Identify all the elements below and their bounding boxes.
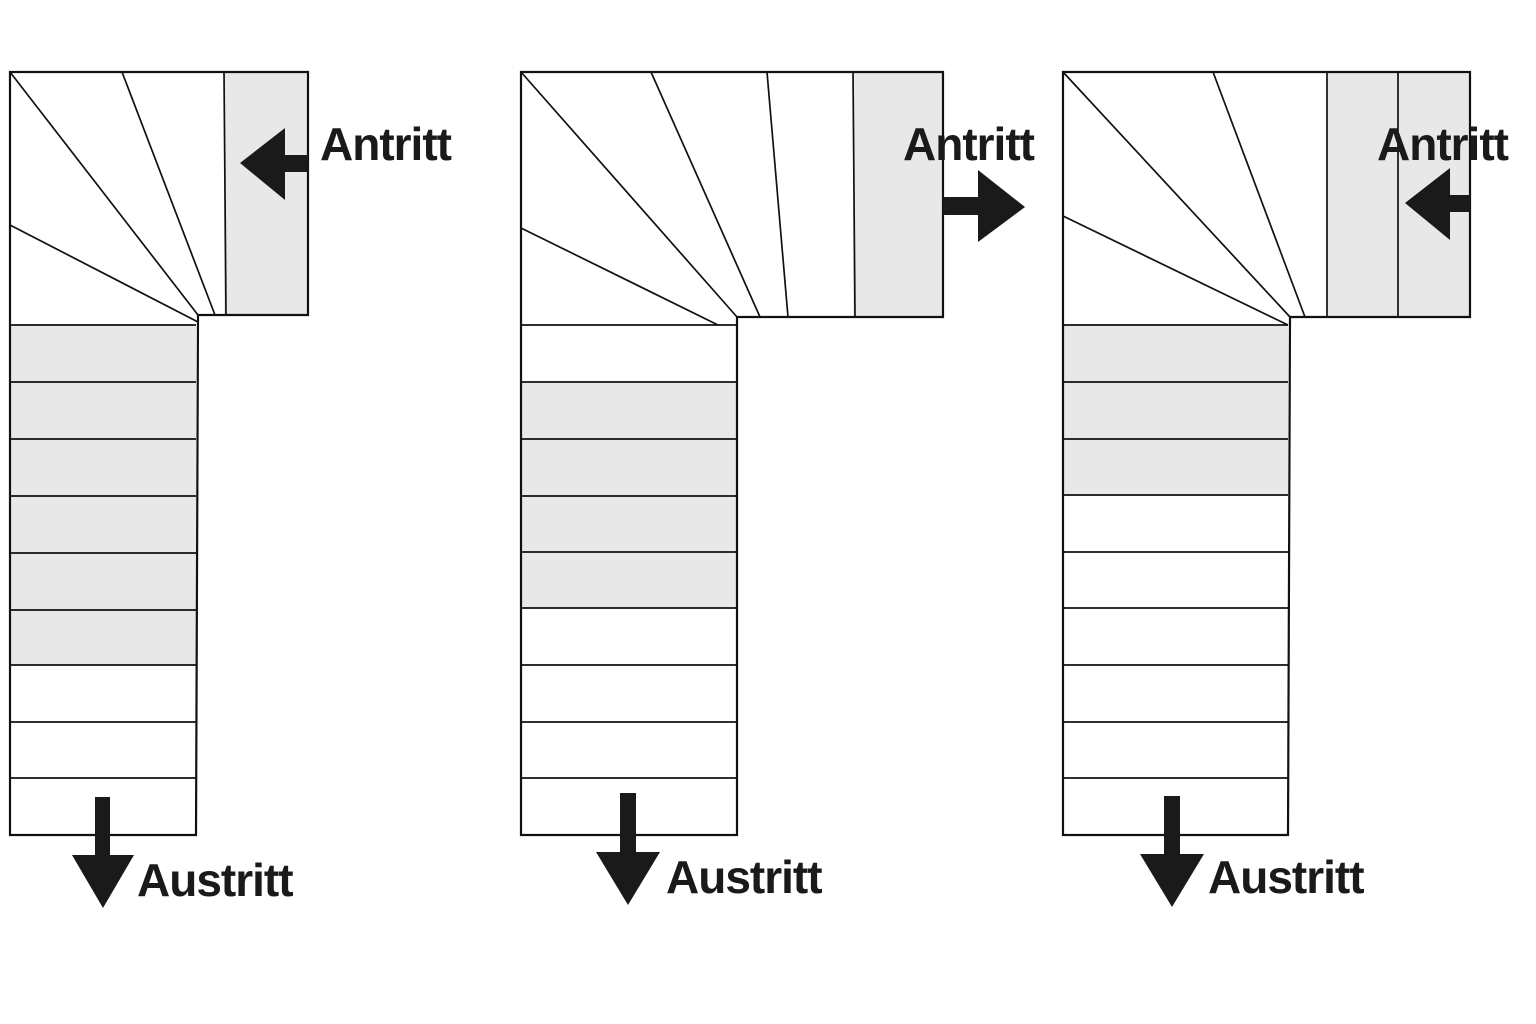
winder-tread-4-fill (224, 72, 308, 315)
straight-tread-3-fill (10, 439, 196, 496)
stair-plan-3: Antritt Austritt (1061, 70, 1510, 907)
straight-tread-3-fill (1063, 439, 1288, 495)
straight-tread-6-fill (10, 610, 196, 665)
entry-label: Antritt (320, 118, 452, 170)
entry-label: Antritt (1377, 118, 1509, 170)
stair-plan-2: Antritt Austritt (519, 70, 1036, 905)
straight-tread-5-fill (521, 552, 736, 608)
straight-tread-2-fill (10, 382, 196, 439)
straight-tread-4-fill (521, 496, 736, 552)
winder-lines (520, 71, 856, 326)
straight-tread-2-fill (521, 382, 736, 439)
straight-tread-3-fill (521, 439, 736, 496)
winder-tread-4-fill (1327, 72, 1398, 317)
winder-lines (9, 71, 227, 326)
stair-plan-1: Antritt Austritt (8, 70, 453, 908)
straight-tread-lines (521, 381, 737, 779)
straight-tread-5-fill (10, 553, 196, 610)
entry-label: Antritt (903, 118, 1035, 170)
exit-arrow-down-icon (596, 793, 660, 905)
exit-arrow-down-icon (1140, 796, 1204, 907)
entry-arrow-right-icon (943, 170, 1025, 242)
exit-label: Austritt (1208, 851, 1364, 903)
highlighted-treads (521, 72, 943, 608)
straight-tread-1-fill (10, 325, 196, 382)
entry-arrow-left-icon (240, 128, 308, 200)
winder-tread-5-fill (853, 72, 943, 317)
straight-tread-1-fill (1063, 325, 1288, 382)
winder-lines (1062, 71, 1399, 326)
straight-tread-lines (1063, 381, 1288, 779)
exit-arrow-down-icon (72, 797, 134, 908)
exit-label: Austritt (137, 854, 293, 906)
straight-tread-2-fill (1063, 382, 1288, 439)
straight-tread-lines (10, 381, 196, 779)
exit-label: Austritt (666, 851, 822, 903)
entry-arrow-left-icon (1405, 168, 1470, 240)
straight-tread-4-fill (10, 496, 196, 553)
highlighted-treads (10, 72, 308, 665)
